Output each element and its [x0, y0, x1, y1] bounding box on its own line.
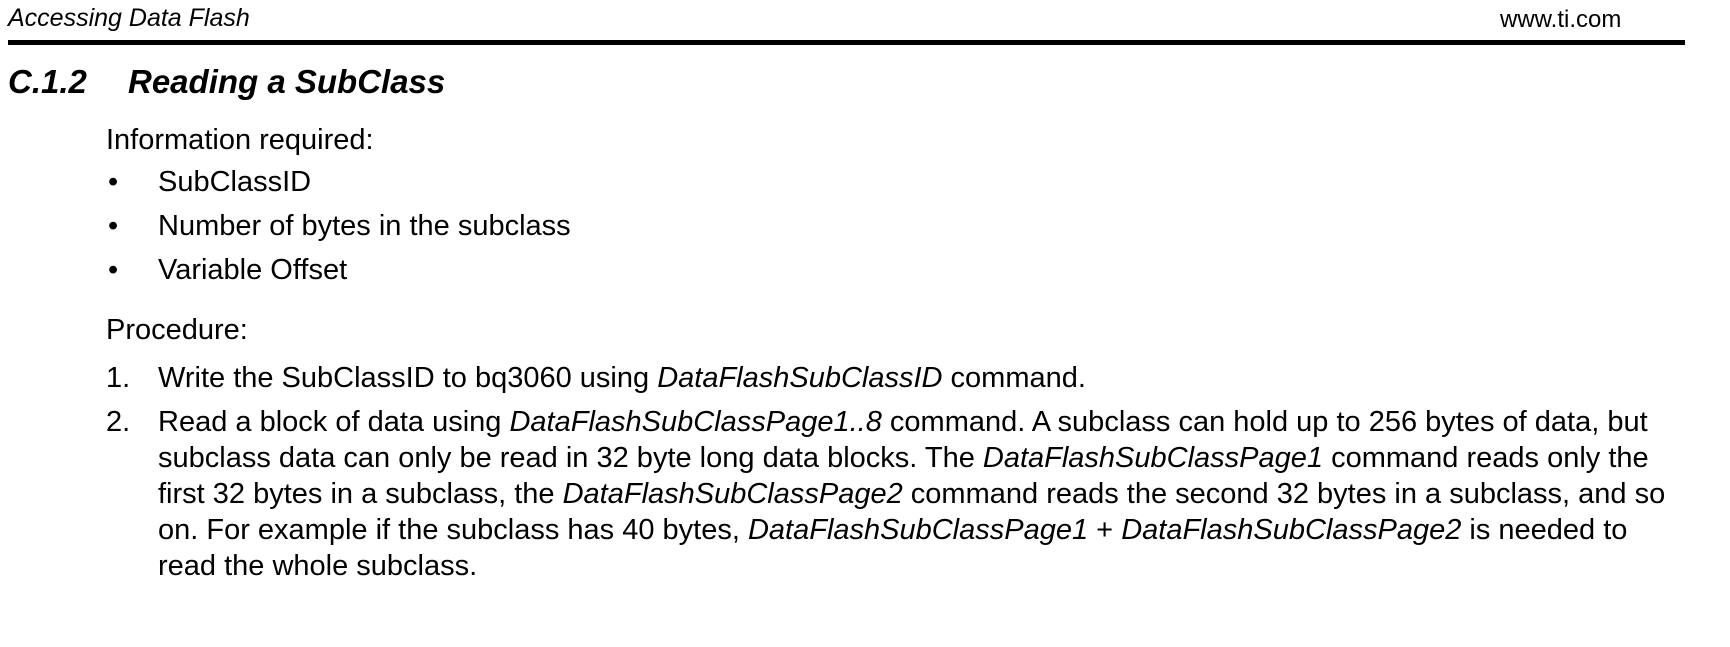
list-item: • Variable Offset: [106, 252, 571, 296]
command-name: DataFlashSubClassPage1: [747, 514, 1089, 546]
command-name: DataFlashSubClassPage1: [982, 442, 1324, 474]
procedure-step: 1. Write the SubClassID to bq3060 using D…: [106, 360, 1686, 396]
step-text: Write the SubClassID to bq3060 using Dat…: [158, 362, 1086, 394]
step-text: Read a block of data using DataFlashSubC…: [158, 406, 1666, 582]
header-rule: [8, 40, 1685, 45]
step-number: 1.: [106, 362, 131, 394]
running-header-title: Accessing Data Flash: [8, 4, 250, 32]
procedure-step: 2. Read a block of data using DataFlashSu…: [106, 404, 1686, 584]
command-name: DataFlashSubClassPage1..8: [509, 406, 882, 438]
section-title: Reading a SubClass: [128, 63, 446, 100]
requirements-label: Information required:: [106, 124, 374, 156]
list-item-text: Number of bytes in the subclass: [158, 210, 571, 242]
section-number: C.1.2: [8, 63, 87, 100]
list-item-text: SubClassID: [158, 166, 312, 198]
list-item-text: Variable Offset: [158, 254, 348, 286]
running-header-url[interactable]: www.ti.com: [1500, 6, 1622, 33]
bullet: •: [108, 166, 119, 198]
command-name: DataFlashSubClassID: [657, 362, 943, 394]
bullet: •: [108, 210, 119, 242]
procedure-label: Procedure:: [106, 314, 248, 346]
step-number: 2.: [106, 406, 131, 438]
command-name: DataFlashSubClassPage2: [1121, 514, 1462, 546]
list-item: • Number of bytes in the subclass: [106, 208, 571, 252]
requirements-list: • SubClassID • Number of bytes in the subc…: [106, 164, 571, 296]
command-name: DataFlashSubClassPage2: [562, 478, 903, 510]
procedure-steps: 1. Write the SubClassID to bq3060 using D…: [106, 360, 1686, 592]
list-item: • SubClassID: [106, 164, 571, 208]
section-heading: C.1.2 Reading a SubClass: [8, 60, 445, 104]
bullet: •: [108, 254, 119, 286]
